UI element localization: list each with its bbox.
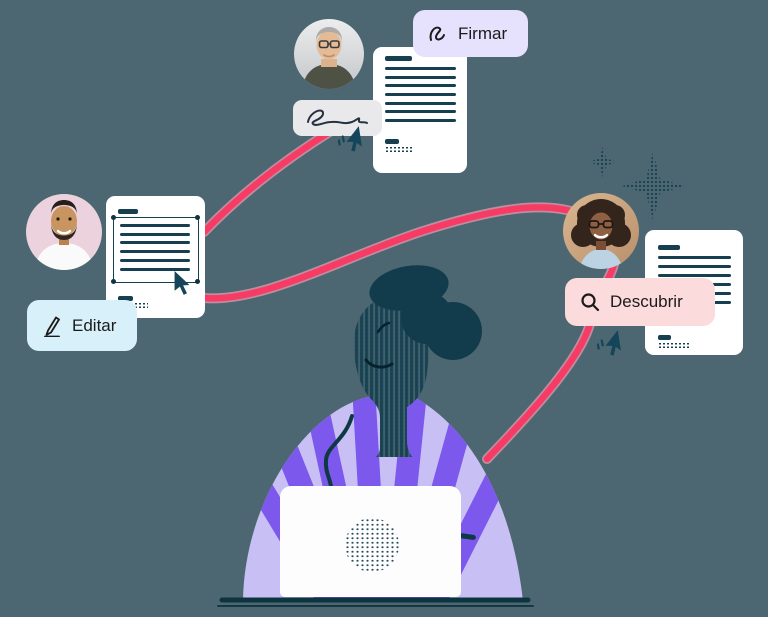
- firmar-chip-label: Firmar: [458, 23, 508, 43]
- doc-text-line: [385, 110, 456, 113]
- eye-line: [376, 321, 391, 334]
- editar-chip[interactable]: Editar: [27, 300, 137, 351]
- doc-footer-line: [118, 296, 133, 301]
- doc-text-line: [120, 259, 190, 262]
- cursor-arrow-edit[interactable]: [171, 271, 193, 297]
- person-face: [353, 302, 429, 457]
- doc-heading-line: [385, 56, 412, 61]
- text-selection-box[interactable]: [113, 217, 199, 283]
- doc-text-line: [120, 250, 190, 253]
- selection-handle[interactable]: [111, 279, 116, 284]
- desk-line: [217, 597, 534, 607]
- document-edit: [106, 196, 205, 318]
- doc-heading-line: [118, 209, 138, 214]
- avatar-discoverer: [563, 193, 639, 269]
- selection-handle[interactable]: [111, 215, 116, 220]
- person-hair: [369, 265, 482, 360]
- pen-icon: [457, 533, 476, 540]
- avatar-editor-image: [26, 194, 102, 270]
- selection-handle[interactable]: [195, 279, 200, 284]
- laptop-logo-dots: [345, 518, 399, 572]
- doc-text-line: [120, 268, 190, 271]
- doc-footer-dots: [385, 146, 412, 153]
- doc-text-line: [385, 102, 456, 105]
- avatar-signer-image: [294, 19, 364, 89]
- doc-text-line: [658, 274, 731, 277]
- doc-text-line: [385, 93, 456, 96]
- doc-text-line: [385, 67, 456, 70]
- signature-card: [293, 100, 382, 136]
- edit-pencil-icon: [44, 316, 60, 337]
- smile-line: [364, 358, 394, 369]
- doc-text-line: [385, 76, 456, 79]
- avatar-signer: [294, 19, 364, 89]
- descubrir-chip-label: Descubrir: [610, 292, 683, 311]
- selection-handle[interactable]: [195, 215, 200, 220]
- doc-text-line: [120, 224, 190, 227]
- doc-text-line: [658, 265, 731, 268]
- signature-scribble: [307, 109, 368, 126]
- document-sign: [373, 47, 467, 173]
- search-icon: [581, 293, 600, 312]
- cursor-arrow-discover[interactable]: [593, 325, 631, 364]
- firmar-chip[interactable]: Firmar: [413, 10, 528, 57]
- doc-text-line: [385, 84, 456, 87]
- cursor-arrow-sign[interactable]: [334, 121, 372, 160]
- doc-footer-dots: [658, 342, 691, 349]
- avatar-editor: [26, 194, 102, 270]
- doc-footer-line: [385, 139, 399, 144]
- doc-heading-line: [658, 245, 680, 250]
- avatar-discoverer-image: [563, 193, 639, 269]
- descubrir-chip[interactable]: Descubrir: [565, 278, 715, 326]
- editar-chip-label: Editar: [72, 315, 117, 335]
- cable-line: [323, 414, 354, 489]
- doc-footer-line: [658, 335, 671, 340]
- doc-text-line: [658, 256, 731, 259]
- signature-icon: [429, 26, 445, 41]
- doc-text-line: [120, 233, 190, 236]
- doc-text-line: [385, 119, 456, 122]
- doc-text-line: [120, 241, 190, 244]
